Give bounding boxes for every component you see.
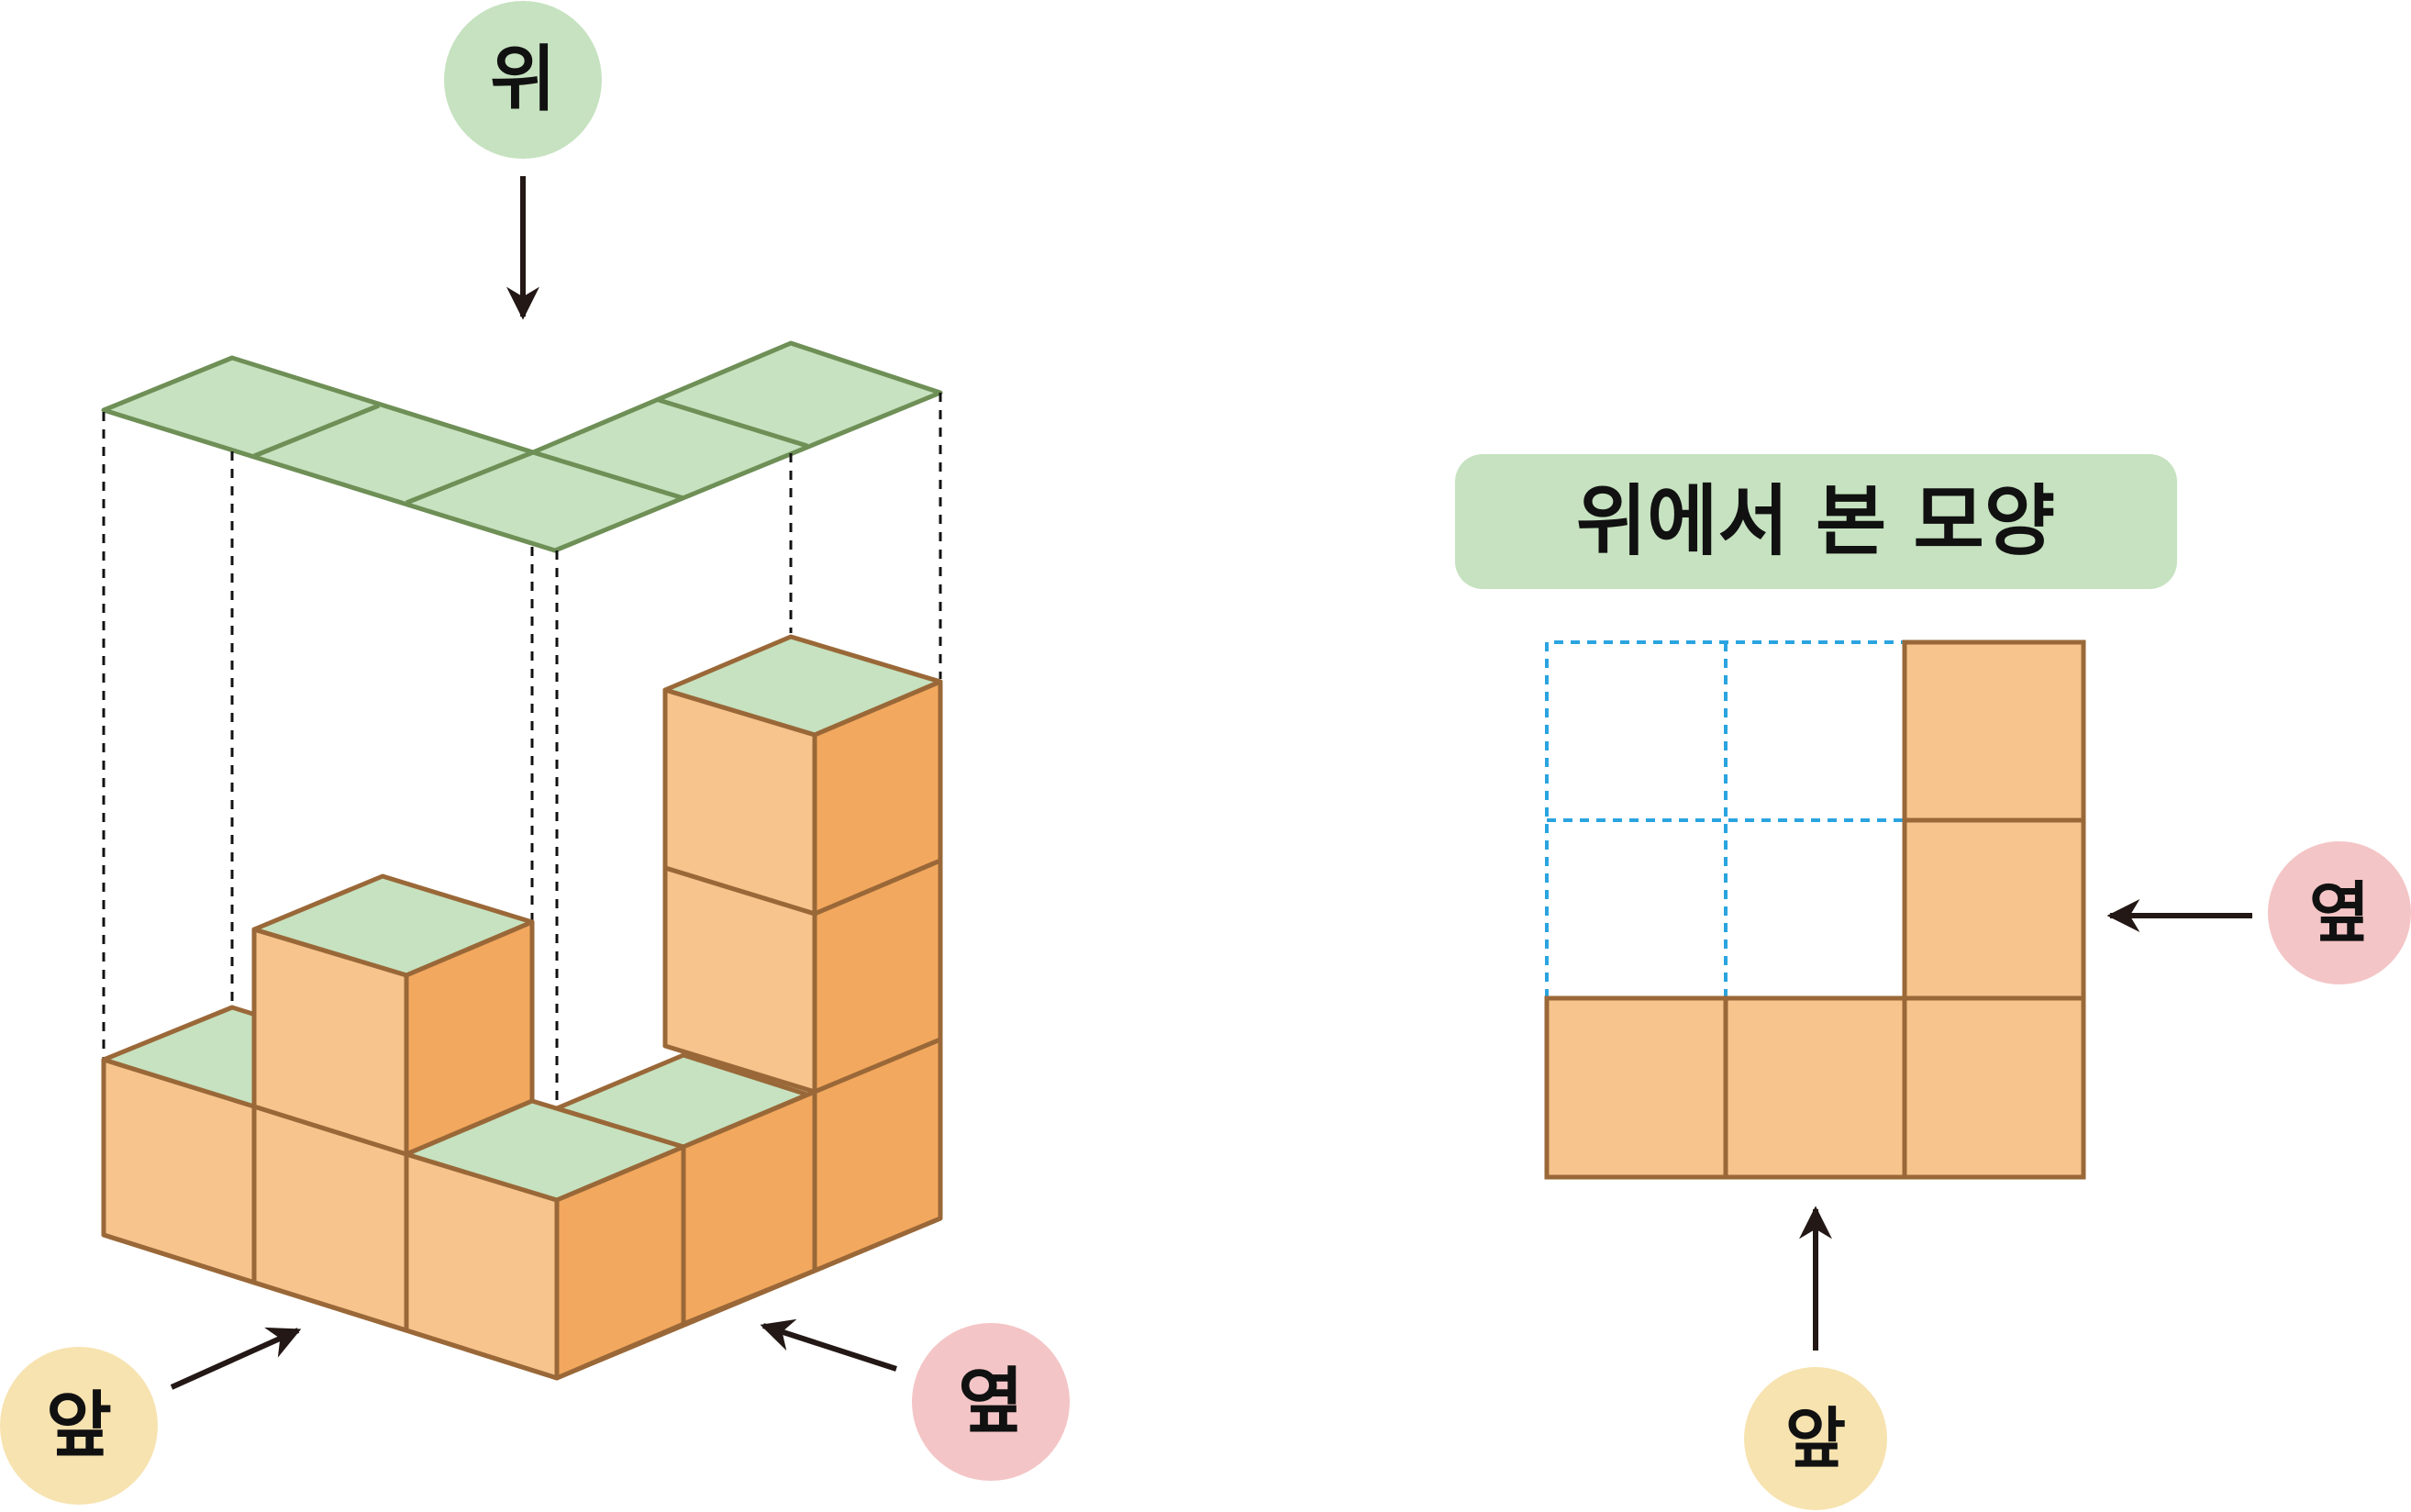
svg-text:위에서 본 모양: 위에서 본 모양 bbox=[1576, 476, 2055, 566]
svg-text:옆: 옆 bbox=[958, 1361, 1024, 1443]
svg-text:앞: 앞 bbox=[1785, 1400, 1846, 1477]
top-view-label: 위 bbox=[444, 1, 602, 159]
grid-cell bbox=[1902, 995, 2086, 1180]
svg-text:앞: 앞 bbox=[46, 1384, 112, 1467]
right-side-label: 옆 bbox=[2268, 841, 2411, 984]
front-view-arrow bbox=[170, 1327, 302, 1390]
side-view-arrow bbox=[760, 1318, 897, 1372]
top-projection-plan bbox=[101, 340, 943, 553]
empty-cells-dashed bbox=[1545, 640, 1905, 998]
svg-text:옆: 옆 bbox=[2309, 874, 2370, 951]
grid-cell bbox=[1902, 817, 2086, 1001]
front-view-label: 앞 bbox=[0, 1347, 158, 1505]
grid-cell bbox=[1902, 639, 2086, 823]
cube-group bbox=[101, 634, 943, 1381]
svg-text:위: 위 bbox=[490, 39, 556, 121]
right-front-label: 앞 bbox=[1744, 1367, 1887, 1510]
grid-cell bbox=[1723, 995, 1907, 1180]
projection-lines bbox=[102, 393, 942, 1197]
isometric-structure bbox=[101, 340, 943, 1381]
top-view-title-box: 위에서 본 모양 bbox=[1455, 454, 2177, 589]
top-view-cells bbox=[1544, 639, 2086, 1180]
side-view-label: 옆 bbox=[912, 1323, 1070, 1481]
grid-cell bbox=[1544, 995, 1728, 1180]
